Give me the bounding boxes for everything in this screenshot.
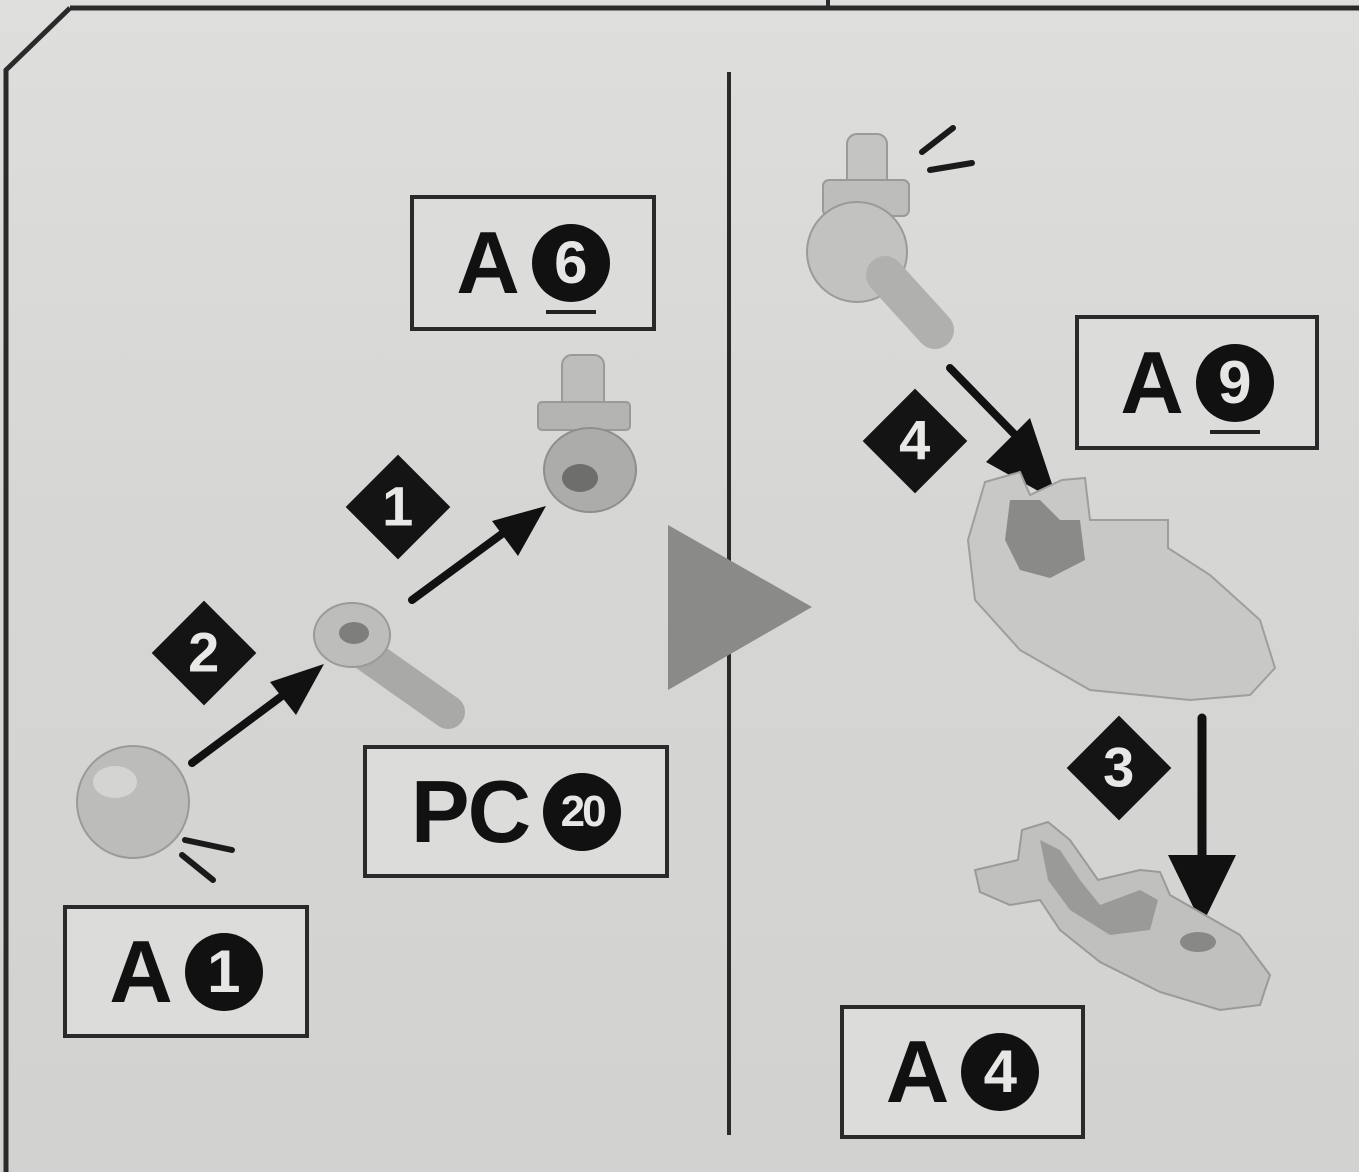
sole-frame-part-a4-icon	[973, 820, 1272, 1012]
label-letter: A	[456, 213, 520, 312]
socket-part-a6-icon	[537, 354, 637, 513]
emphasis-marks-top-icon	[919, 125, 975, 173]
ball-peg-assembly-icon	[806, 133, 954, 349]
label-number-badge: 1	[184, 932, 263, 1011]
ball-part-icon	[76, 745, 190, 859]
arrow-step-1-icon	[408, 506, 546, 604]
joint-part-pc20-icon	[313, 602, 465, 729]
step-number: 2	[188, 621, 220, 684]
label-letter: A	[885, 1022, 950, 1121]
arrow-step-2-icon	[188, 664, 324, 767]
part-label-a4: A 4	[840, 1005, 1085, 1139]
part-label-a6: A 6	[410, 195, 656, 331]
step-number: 1	[382, 475, 414, 538]
label-number-badge: 9	[1195, 343, 1274, 434]
label-number-badge: 6	[531, 224, 610, 314]
label-number-badge: 20	[543, 772, 622, 851]
step-number: 3	[1103, 736, 1135, 799]
step-number: 4	[899, 409, 931, 472]
label-number-badge: 4	[961, 1033, 1040, 1111]
emphasis-marks-icon	[179, 837, 235, 883]
panel-frame	[3, 5, 1359, 1172]
arrow-step-4-icon	[946, 364, 1058, 502]
label-letter: A	[1120, 332, 1184, 432]
label-letter: A	[109, 921, 173, 1021]
foot-shell-part-a9-icon	[966, 470, 1277, 702]
part-label-pc20: PC 20	[363, 745, 669, 878]
label-letter: PC	[410, 761, 531, 861]
part-label-a1: A 1	[63, 905, 309, 1038]
arrow-step-3-icon	[1168, 713, 1236, 925]
part-label-a9: A 9	[1075, 315, 1319, 450]
next-stage-arrow-icon	[668, 525, 812, 690]
